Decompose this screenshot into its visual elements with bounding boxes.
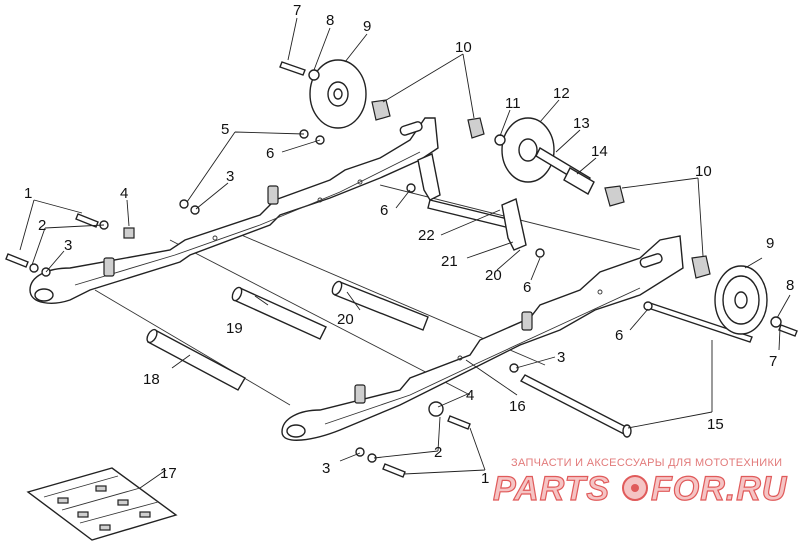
hardware-front: [5, 129, 653, 478]
callout-12: 12: [553, 85, 570, 102]
callout-2: 2: [38, 217, 46, 234]
callout-17: 17: [160, 465, 177, 482]
callout-6: 6: [266, 145, 274, 162]
callout-7: 7: [293, 2, 301, 19]
callout-8: 8: [786, 277, 794, 294]
arm-bracket-21: [417, 153, 527, 251]
idler-wheel-12: [494, 117, 595, 195]
callout-5: 5: [221, 121, 229, 138]
watermark: ЗАПЧАСТИ И АКСЕССУАРЫ ДЛЯ МОТОТЕХНИКИ PA…: [492, 457, 788, 509]
callout-3: 3: [64, 237, 72, 254]
callout-9: 9: [766, 235, 774, 252]
idler-wheel-9-right: [714, 265, 798, 337]
callout-22: 22: [418, 227, 435, 244]
callout-7: 7: [769, 353, 777, 370]
callout-10: 10: [455, 39, 472, 56]
watermark-brand-left: PARTS: [493, 470, 610, 508]
callout-10: 10: [695, 163, 712, 180]
callout-3: 3: [226, 168, 234, 185]
watermark-brand-right: FOR.RU: [651, 470, 788, 508]
callout-6: 6: [523, 279, 531, 296]
callout-6: 6: [615, 327, 623, 344]
callout-20: 20: [337, 311, 354, 328]
callout-11: 11: [505, 95, 521, 112]
callout-21: 21: [441, 253, 458, 270]
cross-shaft-19: [169, 239, 471, 396]
callout-13: 13: [573, 115, 590, 132]
callout-14: 14: [591, 143, 608, 160]
callout-4: 4: [466, 387, 474, 404]
slide-plate-17: [26, 467, 178, 541]
callout-1: 1: [24, 185, 32, 202]
callout-20: 20: [485, 267, 502, 284]
callout-numbers: 1 2 3 4 5 6 3 6 7 8 9 10 11 12 13 14 10 …: [24, 2, 794, 487]
callout-3: 3: [322, 460, 330, 477]
callout-19: 19: [226, 320, 243, 337]
watermark-caption: ЗАПЧАСТИ И АКСЕССУАРЫ ДЛЯ МОТОТЕХНИКИ: [511, 457, 782, 469]
spacer-10-top: [371, 99, 485, 139]
idler-wheel-9-top: [309, 59, 367, 129]
callout-3: 3: [557, 349, 565, 366]
callout-4: 4: [120, 185, 128, 202]
right-rail: [281, 235, 684, 441]
gear-icon: [622, 475, 648, 501]
callout-6: 6: [380, 202, 388, 219]
callout-15: 15: [707, 416, 724, 433]
callout-9: 9: [363, 18, 371, 35]
spacer-10-right: [604, 185, 711, 279]
callout-16: 16: [509, 398, 526, 415]
left-rail: [29, 117, 439, 304]
callout-1: 1: [481, 470, 489, 487]
callout-18: 18: [143, 371, 160, 388]
callout-2: 2: [434, 444, 442, 461]
callout-8: 8: [326, 12, 334, 29]
leader-lines: [19, 17, 791, 489]
bolt-7-top: [279, 61, 320, 81]
cross-shaft-18: [94, 289, 291, 406]
